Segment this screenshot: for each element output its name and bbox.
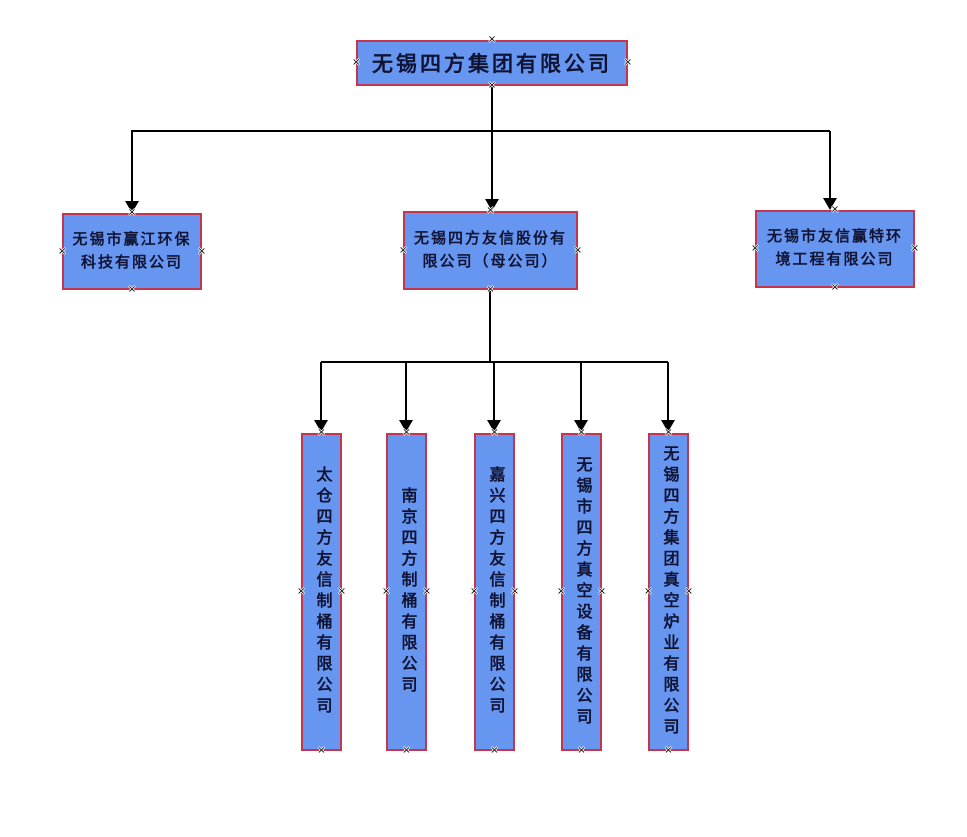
connection-handle[interactable]: × — [470, 586, 479, 597]
arrowhead-icon — [485, 199, 499, 211]
connection-handle[interactable]: × — [127, 207, 137, 218]
connection-handle[interactable]: × — [751, 243, 760, 254]
connection-handle[interactable]: × — [352, 57, 361, 68]
connection-handle[interactable]: × — [684, 586, 693, 597]
org-box-level3-2[interactable]: 南京四方制桶有限公司 × × × × — [382, 428, 431, 756]
org-box-label: 无锡四方友信股份有限公司（母公司） — [413, 230, 567, 270]
arrowhead-icon — [487, 420, 501, 432]
connection-handle[interactable]: × — [486, 205, 495, 216]
connection-handle[interactable]: × — [597, 586, 606, 597]
connection-handle[interactable]: × — [402, 745, 411, 756]
arrowhead-icon — [314, 420, 328, 432]
connection-handle[interactable]: × — [623, 57, 632, 68]
connection-handle[interactable]: × — [297, 586, 306, 597]
arrowhead-icon — [399, 420, 413, 432]
org-box-label: 南京四方制桶有限公司 — [398, 487, 416, 697]
org-box-level3-3[interactable]: 嘉兴四方友信制桶有限公司 × × × × — [470, 428, 519, 756]
connection-handle[interactable]: × — [910, 243, 919, 254]
connection-handle[interactable]: × — [490, 745, 499, 756]
connection-handle[interactable]: × — [317, 427, 326, 438]
org-box-level3-4[interactable]: 无锡市四方真空设备有限公司 × × × × — [557, 428, 606, 756]
connection-handle[interactable]: × — [422, 586, 431, 597]
org-box-level3-5[interactable]: 无锡四方集团真空炉业有限公司 × × × × — [644, 428, 693, 756]
connection-handle[interactable]: × — [399, 244, 408, 256]
connection-handle[interactable]: × — [664, 427, 673, 438]
org-box-level2-3[interactable]: 无锡市友信赢特环境工程有限公司 × × × × — [751, 205, 919, 293]
connection-handle[interactable]: × — [402, 427, 411, 438]
connection-handle[interactable]: × — [557, 586, 566, 597]
arrowhead-icon — [125, 201, 139, 213]
org-box-level3-1[interactable]: 太仓四方友信制桶有限公司 × × × × — [297, 428, 346, 756]
org-box-label: 无锡市四方真空设备有限公司 — [573, 455, 591, 729]
org-box-label: 无锡市赢江环保科技有限公司 — [72, 231, 192, 271]
connection-handle[interactable]: × — [127, 284, 137, 295]
connection-handle[interactable]: × — [664, 745, 673, 756]
org-box-root[interactable]: 无锡四方集团有限公司 × × × × — [352, 35, 632, 91]
connection-handle[interactable]: × — [644, 586, 653, 597]
arrowhead-icon — [574, 420, 588, 432]
connection-handle[interactable]: × — [487, 34, 497, 45]
connection-handle[interactable]: × — [197, 245, 206, 257]
connection-handle[interactable]: × — [486, 284, 495, 295]
connection-handle[interactable]: × — [337, 586, 346, 597]
org-box-label: 无锡四方集团真空炉业有限公司 — [660, 445, 678, 739]
org-box-level2-2[interactable]: 无锡四方友信股份有限公司（母公司） × × × × — [399, 206, 582, 295]
connection-handle[interactable]: × — [382, 586, 391, 597]
connection-handle[interactable]: × — [490, 427, 499, 438]
org-box-level2-1[interactable]: 无锡市赢江环保科技有限公司 × × × × — [58, 208, 206, 295]
connection-handle[interactable]: × — [577, 745, 586, 756]
connection-handle[interactable]: × — [577, 427, 586, 438]
connection-handle[interactable]: × — [487, 80, 497, 91]
connection-handle[interactable]: × — [830, 204, 840, 215]
connection-handle[interactable]: × — [58, 245, 67, 257]
arrowhead-icon — [661, 420, 675, 432]
connection-handle[interactable]: × — [573, 244, 582, 256]
org-box-label: 无锡市友信赢特环境工程有限公司 — [766, 229, 903, 268]
connection-handle[interactable]: × — [317, 745, 326, 756]
org-box-label: 嘉兴四方友信制桶有限公司 — [486, 466, 504, 718]
connection-handle[interactable]: × — [510, 586, 519, 597]
connection-handle[interactable]: × — [830, 282, 840, 293]
org-box-label: 无锡四方集团有限公司 — [372, 52, 612, 76]
arrowhead-icon — [823, 198, 837, 210]
org-box-label: 太仓四方友信制桶有限公司 — [313, 466, 331, 718]
